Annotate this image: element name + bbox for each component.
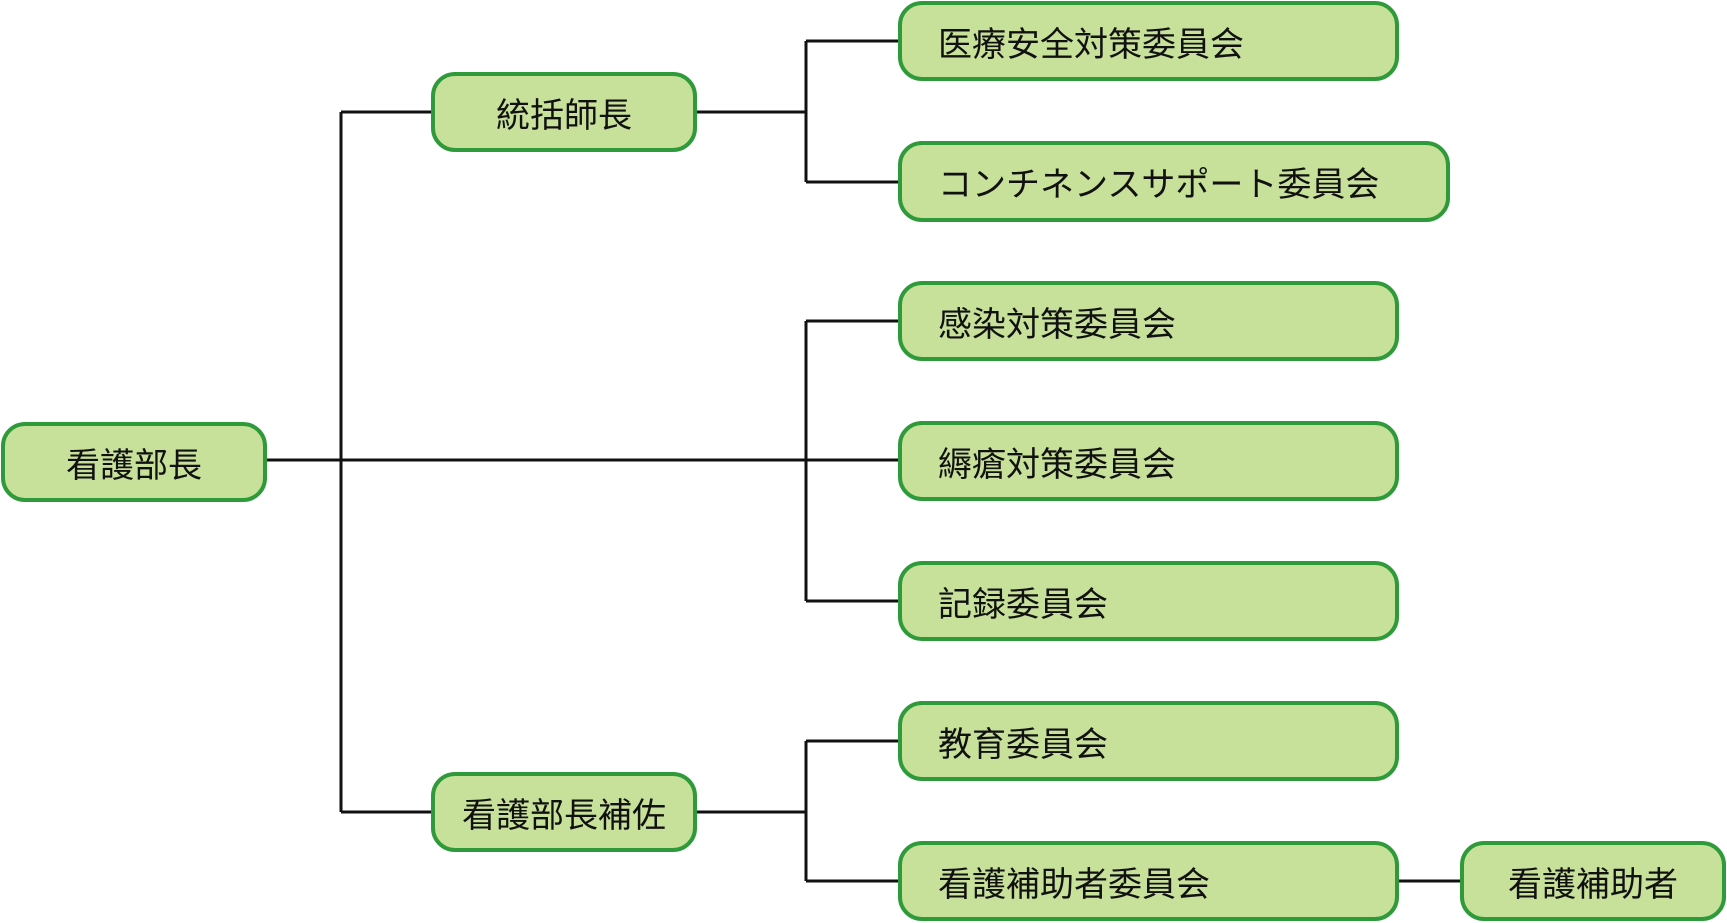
node-label: 感染対策委員会: [938, 304, 1176, 345]
node-infection-control-committee: 感染対策委員会: [898, 281, 1399, 361]
node-label: 縟瘡対策委員会: [938, 444, 1176, 485]
node-label: 看護補助者: [1508, 864, 1678, 905]
node-deputy-director: 看護部長補佐: [431, 772, 697, 852]
node-label: 看護部長: [66, 445, 202, 486]
node-label: コンチネンスサポート委員会: [938, 165, 1380, 205]
node-nursing-director: 看護部長: [1, 422, 267, 502]
node-label: 医療安全対策委員会: [938, 24, 1244, 65]
node-education-committee: 教育委員会: [898, 701, 1399, 781]
node-medical-safety-committee: 医療安全対策委員会: [898, 1, 1399, 81]
node-label: 記録委員会: [938, 584, 1108, 625]
node-pressure-ulcer-committee: 縟瘡対策委員会: [898, 421, 1399, 501]
node-nursing-assistant: 看護補助者: [1460, 841, 1726, 921]
node-general-head-nurse: 統括師長: [431, 72, 697, 152]
node-label: 看護補助者委員会: [938, 864, 1210, 905]
node-continence-support-committee: コンチネンスサポート委員会: [898, 141, 1450, 222]
node-label: 統括師長: [496, 95, 632, 136]
node-label: 教育委員会: [938, 724, 1108, 765]
node-records-committee: 記録委員会: [898, 561, 1399, 641]
node-label: 看護部長補佐: [462, 795, 666, 836]
node-nursing-assistant-committee: 看護補助者委員会: [898, 841, 1399, 921]
